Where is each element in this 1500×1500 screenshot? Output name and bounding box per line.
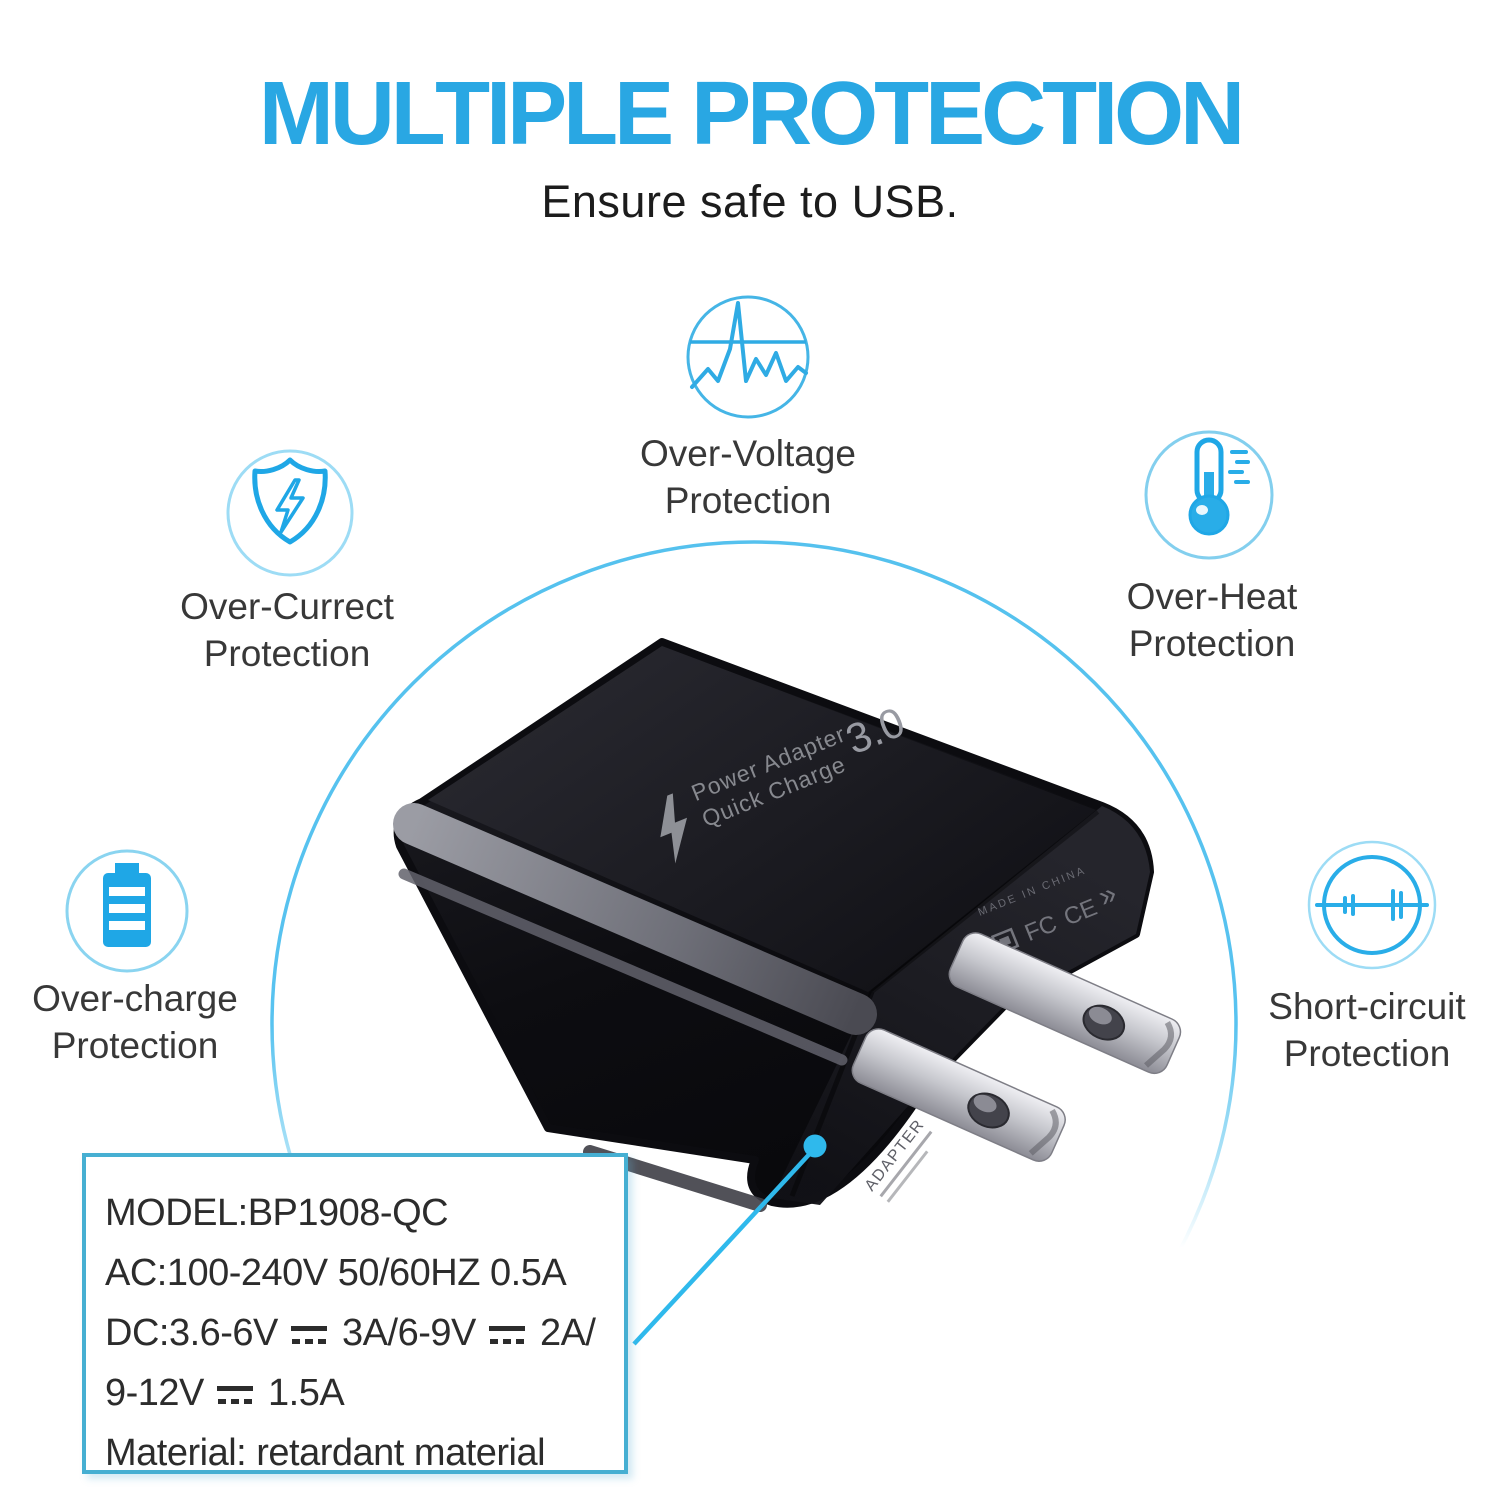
side-label-line [879, 1130, 933, 1198]
gloss-band-thin [398, 868, 848, 1066]
spec-dc-line: DC:3.6-6V 3A/6-9V 2A/ [105, 1312, 596, 1354]
spec-callout [632, 1134, 827, 1346]
over-charge-label: Over-charge Protection [0, 975, 270, 1069]
spec-ac-line: AC:100-240V 50/60HZ 0.5A [105, 1252, 567, 1294]
over-heat-feature [1134, 420, 1284, 575]
feature-label-line1: Over-Voltage [640, 433, 856, 474]
page-title: MULTIPLE PROTECTION [258, 64, 1245, 164]
short-circuit-label: Short-circuit Protection [1172, 983, 1500, 1077]
battery-icon [65, 849, 189, 973]
charger-photo: Power Adapter Quick Charge 3.0 MADE IN C… [393, 638, 1182, 1212]
charger-top-face [428, 646, 1096, 992]
prong-hole-highlight [973, 1094, 997, 1113]
over-current-feature [215, 438, 365, 593]
feature-label-line2: Protection [664, 480, 832, 521]
lightning-bolt-icon [660, 793, 688, 864]
thermometer-icon [1144, 430, 1274, 560]
over-charge-feature [57, 841, 197, 986]
plug-prong-lower [851, 1028, 1066, 1162]
charger-right-face [772, 806, 1150, 1205]
dc-symbol [290, 1325, 329, 1345]
prong-tip-shadow [1028, 1108, 1059, 1156]
spec-box: MODEL:BP1908-QC AC:100-240V 50/60HZ 0.5A… [82, 1153, 628, 1474]
feature-label-line2: Protection [1283, 1033, 1451, 1074]
feature-label-line1: Over-charge [32, 978, 238, 1019]
prong-hole-highlight [1088, 1006, 1112, 1025]
edge-crease [870, 810, 1100, 994]
dc-symbol [216, 1385, 255, 1405]
feature-ring [270, 540, 1238, 1500]
callout-dot [803, 1134, 827, 1158]
feature-label-line2: Protection [51, 1025, 219, 1066]
spec-model-line: MODEL:BP1908-QC [105, 1192, 449, 1234]
feature-label-line2: Protection [203, 633, 371, 674]
prong-tip-shadow [1144, 1020, 1175, 1068]
feature-label-line1: Over-Currect [180, 586, 394, 627]
page-subtitle: Ensure safe to USB. [541, 176, 959, 227]
spec-dc-line2: 9-12V 1.5A [105, 1372, 345, 1414]
short-circuit-feature [1297, 830, 1447, 985]
gloss-band [393, 803, 877, 1035]
callout-line [632, 1146, 817, 1346]
circuit-capacitor-icon [1307, 840, 1437, 970]
over-voltage-label: Over-Voltage Protection [548, 430, 948, 524]
over-current-label: Over-Currect Protection [87, 583, 487, 677]
feature-label-line1: Short-circuit [1268, 986, 1466, 1027]
plug-prong-upper [948, 932, 1182, 1075]
over-heat-label: Over-Heat Protection [1012, 573, 1412, 667]
shield-lightning-icon [226, 449, 354, 577]
spec-material-line: Material: retardant material [105, 1432, 546, 1474]
feature-label-line2: Protection [1128, 623, 1296, 664]
voltage-waveform-icon [686, 295, 810, 419]
over-voltage-feature [678, 287, 818, 432]
feature-label-line1: Over-Heat [1126, 576, 1298, 617]
dc-symbol [488, 1325, 527, 1345]
side-label-line [886, 1150, 929, 1203]
